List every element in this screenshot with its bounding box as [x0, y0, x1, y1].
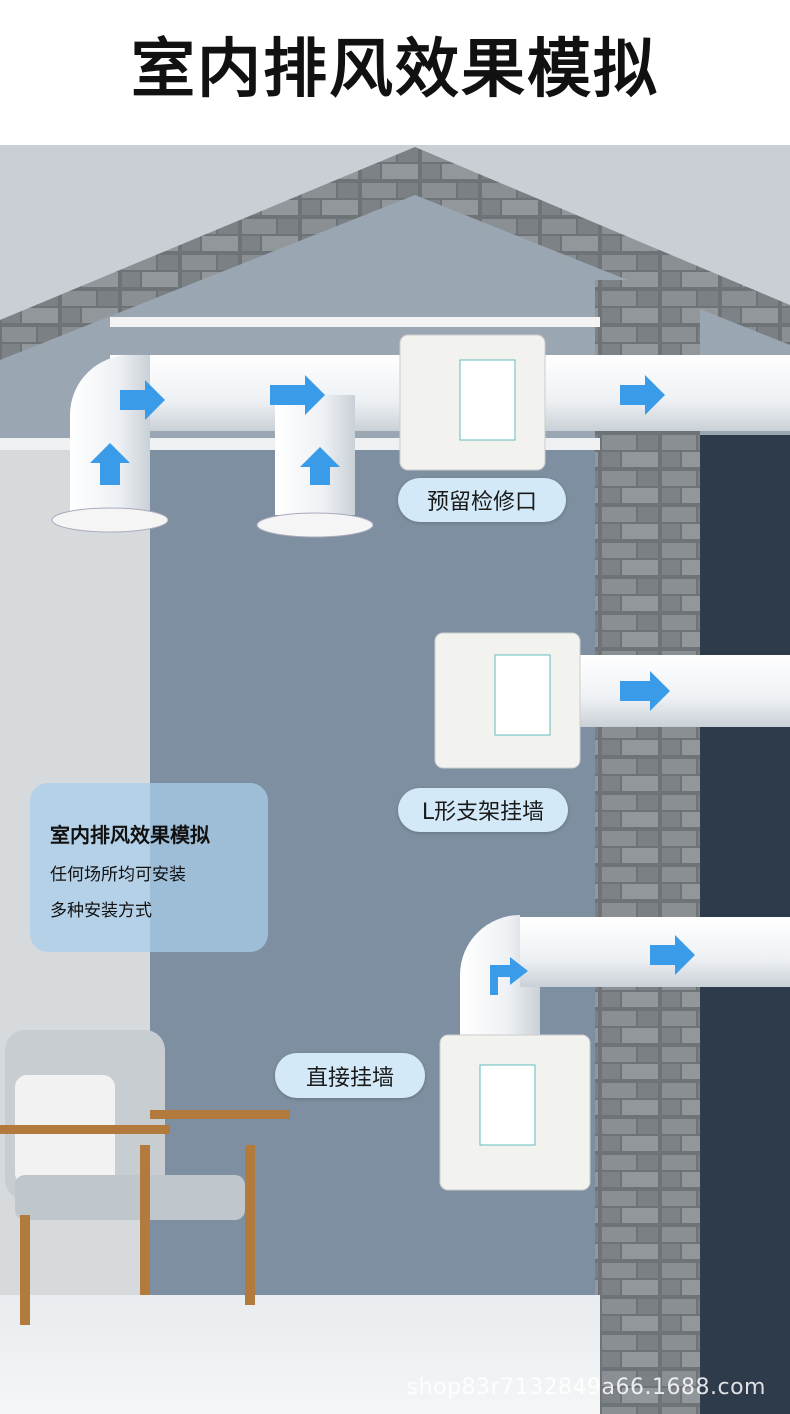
info-heading: 室内排风效果模拟	[50, 823, 210, 847]
label-direct-wall: 直接挂墙	[275, 1053, 425, 1098]
label-l-bracket: L形支架挂墙	[398, 788, 568, 832]
watermark: shop83r7132849a66.1688.com	[406, 1375, 766, 1400]
label-maintenance-port: 预留检修口	[398, 478, 566, 522]
info-line-2: 多种安装方式	[50, 901, 152, 921]
info-box: 室内排风效果模拟 任何场所均可安装 多种安装方式	[30, 783, 268, 952]
page-title: 室内排风效果模拟	[131, 33, 659, 107]
info-line-1: 任何场所均可安装	[50, 865, 186, 885]
installation-scene: 预留检修口 L形支架挂墙 直接挂墙 室内排风效果模拟 任何场所均可安装 多种安装…	[0, 145, 790, 1414]
scene-illustration	[0, 145, 790, 1414]
